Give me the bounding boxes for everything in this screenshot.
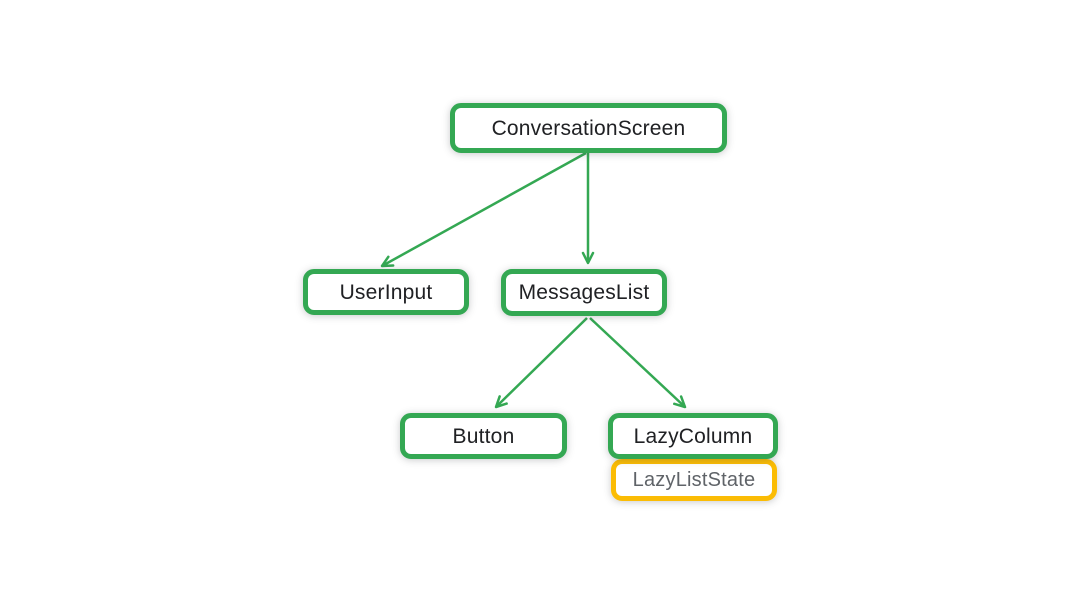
node-label: ConversationScreen xyxy=(491,116,686,140)
node-messageslist: MessagesList xyxy=(501,269,667,316)
node-lazycolumn: LazyColumn xyxy=(608,413,778,459)
node-conversationscreen: ConversationScreen xyxy=(450,103,727,153)
edge-messageslist-button xyxy=(494,317,588,409)
node-label: MessagesList xyxy=(518,281,650,304)
node-label: LazyColumn xyxy=(633,424,753,448)
edge-conversationscreen-userinput xyxy=(380,151,587,268)
node-lazyliststate: LazyListState xyxy=(611,459,777,501)
node-userinput: UserInput xyxy=(303,269,469,315)
node-button: Button xyxy=(400,413,567,459)
node-label: Button xyxy=(452,424,515,448)
node-label: UserInput xyxy=(339,280,433,304)
node-label: LazyListState xyxy=(632,469,756,491)
edge-messageslist-lazycolumn xyxy=(589,317,687,409)
